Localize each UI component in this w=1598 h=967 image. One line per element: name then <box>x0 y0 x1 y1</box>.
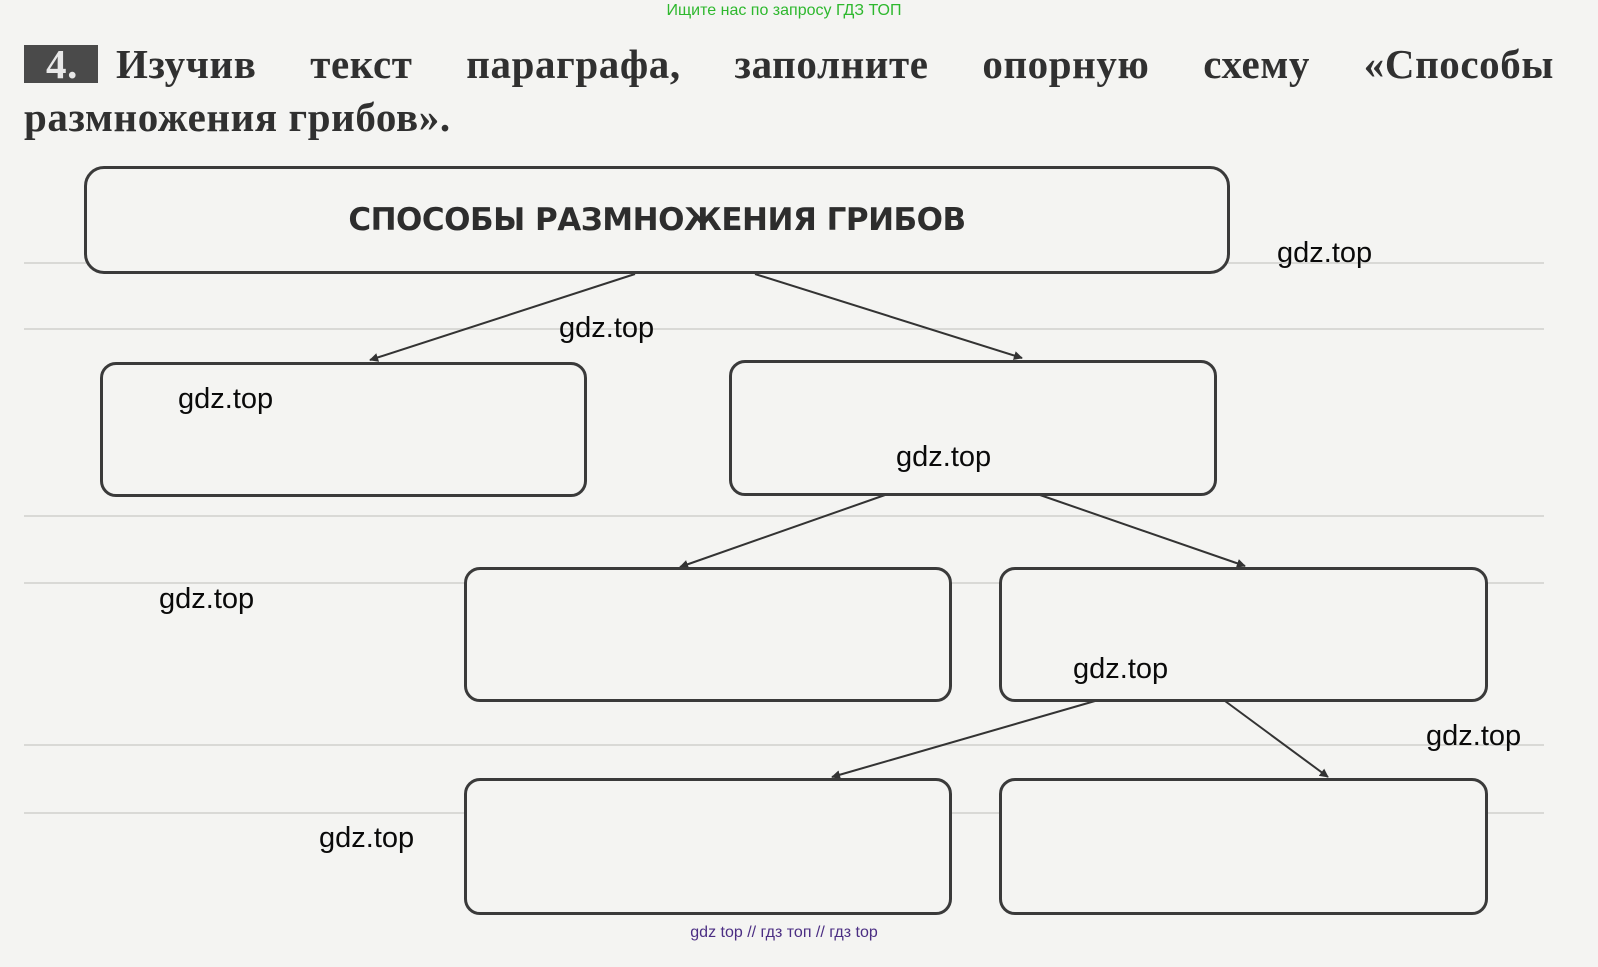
watermark: gdz.top <box>319 822 415 854</box>
arrow-right-to-l2-right <box>1039 494 1246 568</box>
arrow-l2right-to-l3-left <box>831 700 1096 780</box>
diagram-box-level2-right[interactable] <box>999 567 1488 702</box>
footer-links[interactable]: gdz top // гдз топ // гдз top <box>690 924 878 941</box>
task-statement: 4.Изучив текст параграфа, заполните опор… <box>24 38 1554 144</box>
diagram-box-level2-left[interactable] <box>464 567 952 702</box>
arrow-l2right-to-l3-right <box>1224 700 1329 778</box>
task-number-badge: 4. <box>24 44 98 85</box>
watermark: gdz.top <box>178 383 274 415</box>
header-search-hint[interactable]: Ищите нас по запросу ГДЗ ТОП <box>666 2 902 19</box>
diagram-box-level1-left[interactable] <box>100 362 587 497</box>
diagram-root-box: СПОСОБЫ РАЗМНОЖЕНИЯ ГРИБОВ <box>84 166 1230 274</box>
ghost-line <box>24 744 1544 746</box>
ghost-line <box>24 328 1544 330</box>
watermark: gdz.top <box>1073 653 1169 685</box>
diagram-box-level1-right[interactable] <box>729 360 1217 496</box>
diagram-root-label: СПОСОБЫ РАЗМНОЖЕНИЯ ГРИБОВ <box>348 202 966 238</box>
arrow-root-to-right <box>754 273 1023 360</box>
watermark: gdz.top <box>559 312 655 344</box>
ghost-line <box>24 515 1544 517</box>
diagram-box-level3-right[interactable] <box>999 778 1488 915</box>
arrow-root-to-left <box>369 273 636 362</box>
watermark: gdz.top <box>1277 237 1373 269</box>
task-text: Изучив текст параграфа, заполните опорну… <box>24 41 1554 140</box>
watermark: gdz.top <box>1426 720 1522 752</box>
watermark: gdz.top <box>896 441 992 473</box>
watermark: gdz.top <box>159 583 255 615</box>
arrow-right-to-l2-left <box>679 494 886 569</box>
diagram-box-level3-left[interactable] <box>464 778 952 915</box>
